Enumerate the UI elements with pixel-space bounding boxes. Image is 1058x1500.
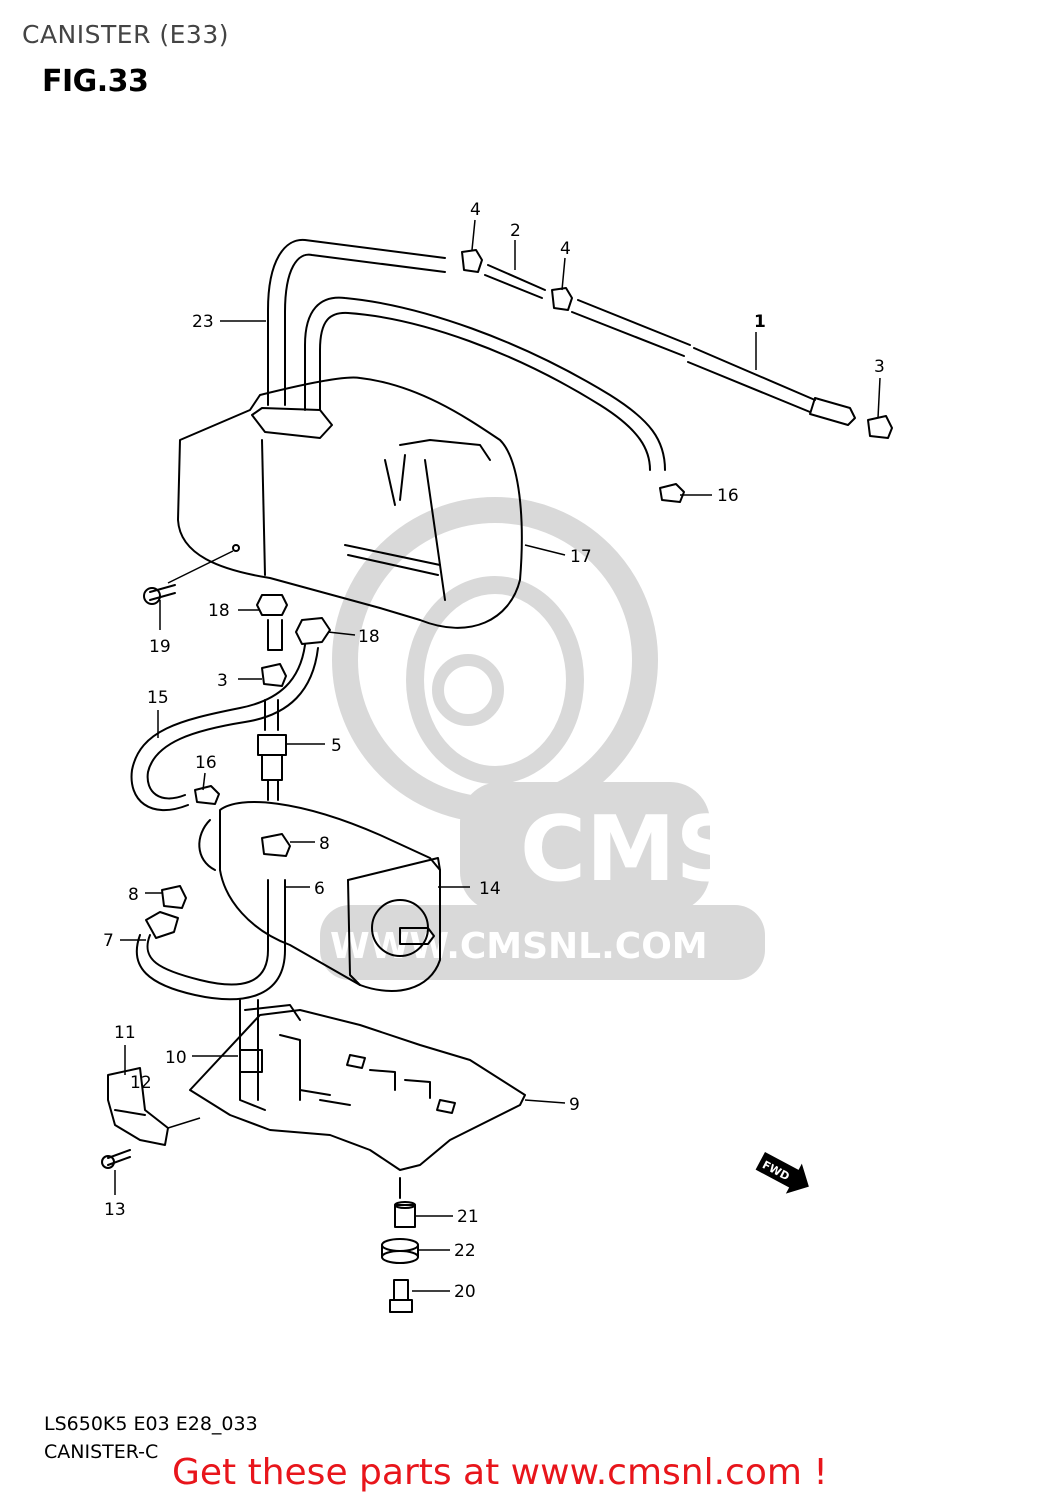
callout-12: 12 <box>130 1073 152 1093</box>
callout-19: 19 <box>149 637 171 657</box>
callout-6: 6 <box>314 879 325 899</box>
callout-1: 1 <box>754 312 766 332</box>
forward-direction-arrow: FWD <box>755 1152 809 1194</box>
callout-8: 8 <box>128 885 139 905</box>
call-to-action-link[interactable]: Get these parts at www.cmsnl.com ! <box>172 1452 828 1493</box>
figure-label: FIG.33 <box>42 64 149 99</box>
watermark-brand: CMS <box>520 797 740 902</box>
callout-11: 11 <box>114 1023 136 1043</box>
callout-9: 9 <box>569 1095 580 1115</box>
callout-4: 4 <box>560 239 571 259</box>
callout-7: 7 <box>103 931 114 951</box>
callout-22: 22 <box>454 1241 476 1261</box>
callout-15: 15 <box>147 688 169 708</box>
callout-18: 18 <box>208 601 230 621</box>
diagram-code: CANISTER-C <box>44 1441 159 1463</box>
watermark-url: WWW.CMSNL.COM <box>330 926 708 967</box>
callout-14: 14 <box>479 879 501 899</box>
leader-lines <box>114 219 881 1292</box>
section-title: CANISTER (E33) <box>22 20 229 49</box>
callout-13: 13 <box>104 1200 126 1220</box>
callout-3: 3 <box>217 671 228 691</box>
part-drawings <box>101 238 893 1313</box>
callout-18: 18 <box>358 627 380 647</box>
callout-10: 10 <box>165 1048 187 1068</box>
callout-21: 21 <box>457 1207 479 1227</box>
callout-3: 3 <box>874 357 885 377</box>
callout-23: 23 <box>192 312 214 332</box>
callout-2: 2 <box>510 221 521 241</box>
callout-labels: 1 2 3 3 4 4 5 6 7 8 8 9 10 11 12 13 14 1… <box>103 200 885 1302</box>
callout-17: 17 <box>570 547 592 567</box>
callout-20: 20 <box>454 1282 476 1302</box>
callout-16: 16 <box>717 486 739 506</box>
callout-8: 8 <box>319 834 330 854</box>
callout-16: 16 <box>195 753 217 773</box>
callout-4: 4 <box>470 200 481 220</box>
callout-5: 5 <box>331 736 342 756</box>
model-code: LS650K5 E03 E28_033 <box>44 1413 258 1435</box>
cms-watermark: CMS WWW.CMSNL.COM <box>320 497 765 980</box>
